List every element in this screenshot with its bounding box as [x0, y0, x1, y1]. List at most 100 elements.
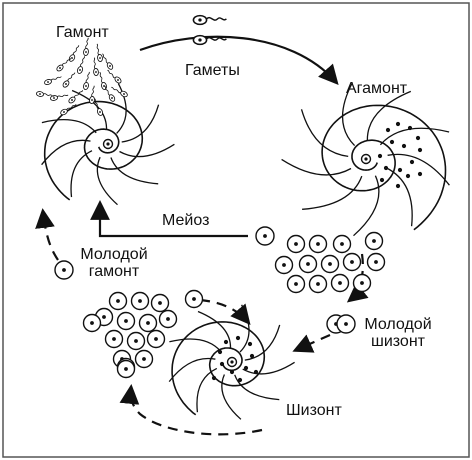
nucleus-dot [248, 342, 252, 346]
nucleus-dot [396, 184, 400, 188]
young-schizont-to-schizont-arrow [296, 335, 330, 350]
nucleus-dot [406, 174, 410, 178]
gamete [68, 89, 85, 104]
shell-outline [45, 102, 143, 200]
cell [118, 361, 135, 378]
schizont-to-cells-arrow [131, 388, 262, 434]
cells-to-schizont-arrow [200, 300, 248, 322]
label-young-schizont-line2: шизонт [356, 333, 440, 350]
nucleus-dot [224, 340, 228, 344]
label-young-gamont: Молодой гамонт [72, 246, 156, 280]
cell [256, 227, 274, 245]
shell-septum [111, 158, 158, 184]
cell [300, 256, 317, 273]
shell-outline [172, 322, 264, 415]
label-meiosis: Мейоз [162, 212, 209, 229]
label-agamont: Агамонт [346, 80, 407, 97]
label-young-schizont-line1: Молодой [356, 316, 440, 333]
shell-septum [169, 359, 215, 382]
cell [110, 293, 127, 310]
cell [310, 276, 327, 293]
gamont-shell [42, 83, 175, 204]
shell-septum [42, 140, 91, 164]
cell [84, 315, 101, 332]
cell [132, 293, 149, 310]
nucleus-dot [218, 350, 222, 354]
shell-septum [367, 91, 410, 141]
shell-nucleus-core [364, 157, 367, 160]
nucleus-dot [418, 148, 422, 152]
nucleus-dot [380, 178, 384, 182]
shell-nucleus-core [230, 360, 233, 363]
young-gamont-to-gamont-arrow [43, 212, 58, 260]
agamont-cell-cluster [276, 233, 385, 293]
label-schizont: Шизонт [286, 402, 342, 419]
nucleus-dot [238, 378, 242, 382]
cell [337, 315, 355, 333]
shell-septum [243, 362, 295, 374]
nucleus-dot [236, 336, 240, 340]
gamete [62, 71, 77, 88]
gamete [77, 56, 88, 75]
shell-outline [322, 105, 445, 229]
cell [276, 257, 293, 274]
agamont-shell [282, 83, 450, 236]
nucleus-dot [398, 168, 402, 172]
cell [106, 331, 123, 348]
cell [322, 256, 339, 273]
nucleus-dot [212, 376, 216, 380]
nucleus-dot [418, 172, 422, 176]
shell-septum [302, 176, 362, 209]
gamete [95, 43, 103, 62]
label-gametes: Гаметы [185, 62, 240, 79]
label-young-gamont-line1: Молодой [72, 246, 156, 263]
gamete [56, 57, 73, 72]
cell [344, 254, 361, 271]
cell [288, 236, 305, 253]
cell [55, 261, 73, 279]
nucleus-dot [390, 140, 394, 144]
cell [334, 236, 351, 253]
nucleus-dot [386, 128, 390, 132]
nucleus-dot [410, 160, 414, 164]
cell [148, 331, 165, 348]
cell [288, 276, 305, 293]
label-young-schizont: Молодой шизонт [356, 316, 440, 350]
cell [186, 291, 203, 308]
gamete [193, 16, 226, 25]
cell [140, 315, 157, 332]
gamete [50, 93, 69, 101]
schizont-shell [169, 305, 294, 420]
nucleus-dot [220, 362, 224, 366]
shell-septum [71, 151, 92, 197]
cell [354, 275, 371, 292]
cell [152, 295, 169, 312]
nucleus-dot [384, 166, 388, 170]
cell [118, 313, 135, 330]
shell-septum [282, 159, 351, 175]
gamete [83, 71, 92, 90]
gamete [44, 75, 63, 86]
nucleus-dot [254, 370, 258, 374]
nucleus-dot [244, 366, 248, 370]
shell-septum [388, 154, 450, 185]
cell [310, 236, 327, 253]
cell [160, 311, 177, 328]
nucleus-dot [402, 144, 406, 148]
cell [128, 333, 145, 350]
nucleus-dot [250, 354, 254, 358]
cell [332, 275, 349, 292]
cell [136, 351, 153, 368]
label-gamont: Гамонт [56, 24, 109, 41]
gamete [98, 71, 107, 90]
gamete [101, 52, 114, 70]
shell-septum [197, 368, 217, 412]
nucleus-dot [416, 136, 420, 140]
shell-nucleus-core [106, 142, 109, 145]
nucleus-dot [408, 126, 412, 130]
cell [366, 233, 383, 250]
label-young-gamont-line2: гамонт [72, 263, 156, 280]
gamete [106, 68, 122, 84]
cell [368, 254, 385, 271]
